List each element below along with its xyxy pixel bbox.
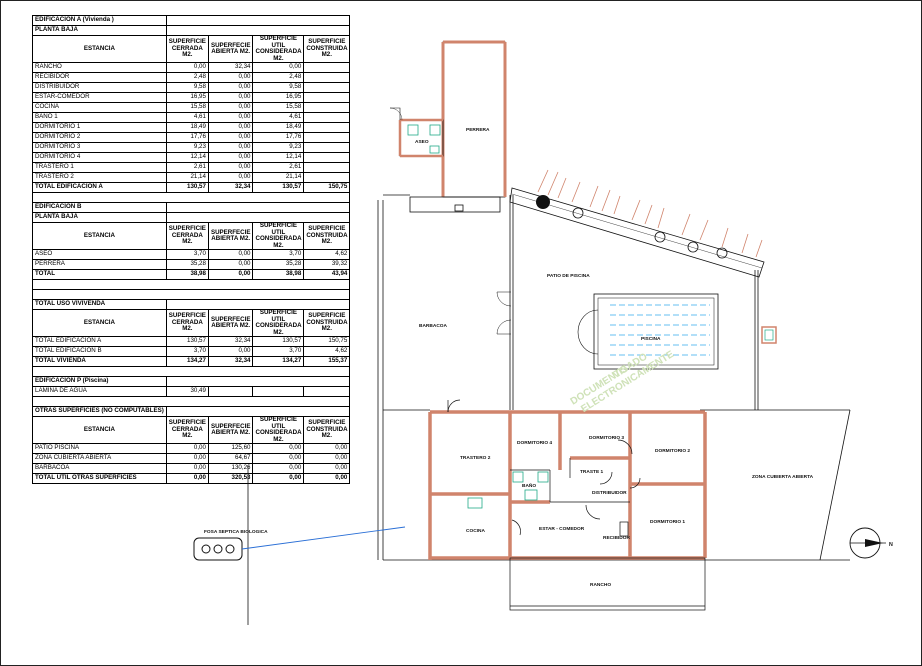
label-dormitorio-1: DORMITORIO 1 — [650, 519, 685, 525]
label-zona-cubierta: ZONA CUBIERTA ABIERTA — [752, 474, 814, 480]
septic-tank — [193, 465, 406, 625]
site-outline — [377, 194, 851, 561]
label-barbacoa: BARBACOA — [419, 323, 448, 329]
house-walls — [428, 410, 707, 560]
label-bano: BAÑO — [522, 482, 536, 489]
label-perrera: PERRERA — [466, 127, 490, 133]
label-trastero-2: TRASTERO 2 — [460, 455, 491, 461]
label-fosa-septica: FOSA SEPTICA BIOLOGICA — [204, 529, 268, 535]
label-distribuidor: DISTRIBUIDOR — [592, 490, 627, 496]
perrera-building — [389, 40, 507, 213]
pergola — [509, 169, 765, 278]
rancho-porch — [509, 557, 706, 611]
bath-fixtures — [467, 471, 549, 509]
label-aseo: ASEO — [415, 139, 429, 145]
patio-door — [496, 291, 512, 335]
label-dormitorio-3: DORMITORIO 3 — [589, 435, 624, 441]
label-piscina: PISCINA — [641, 336, 661, 342]
label-estar-comedor: ESTAR - COMEDOR — [539, 526, 585, 532]
label-patio: PATIO DE PISCINA — [547, 273, 590, 279]
label-cocina: COCINA — [466, 528, 485, 534]
label-recibidor: RECIBIDOR — [603, 535, 630, 541]
room-labels: PERRERA ASEO PATIO DE PISCINA BARBACOA P… — [204, 127, 814, 588]
label-dormitorio-4: DORMITORIO 4 — [517, 440, 552, 446]
north-arrow: N — [849, 527, 893, 559]
north-label: N — [889, 542, 893, 548]
pool — [577, 293, 777, 370]
label-rancho: RANCHO — [590, 582, 611, 588]
label-dormitorio-2: DORMITORIO 2 — [655, 448, 690, 454]
watermark: DOCUMENTO VISADO ELECTRONICAMENTE — [569, 349, 677, 415]
label-trastero-1: TRASTE 1 — [580, 469, 604, 475]
house-partitions — [447, 399, 641, 537]
